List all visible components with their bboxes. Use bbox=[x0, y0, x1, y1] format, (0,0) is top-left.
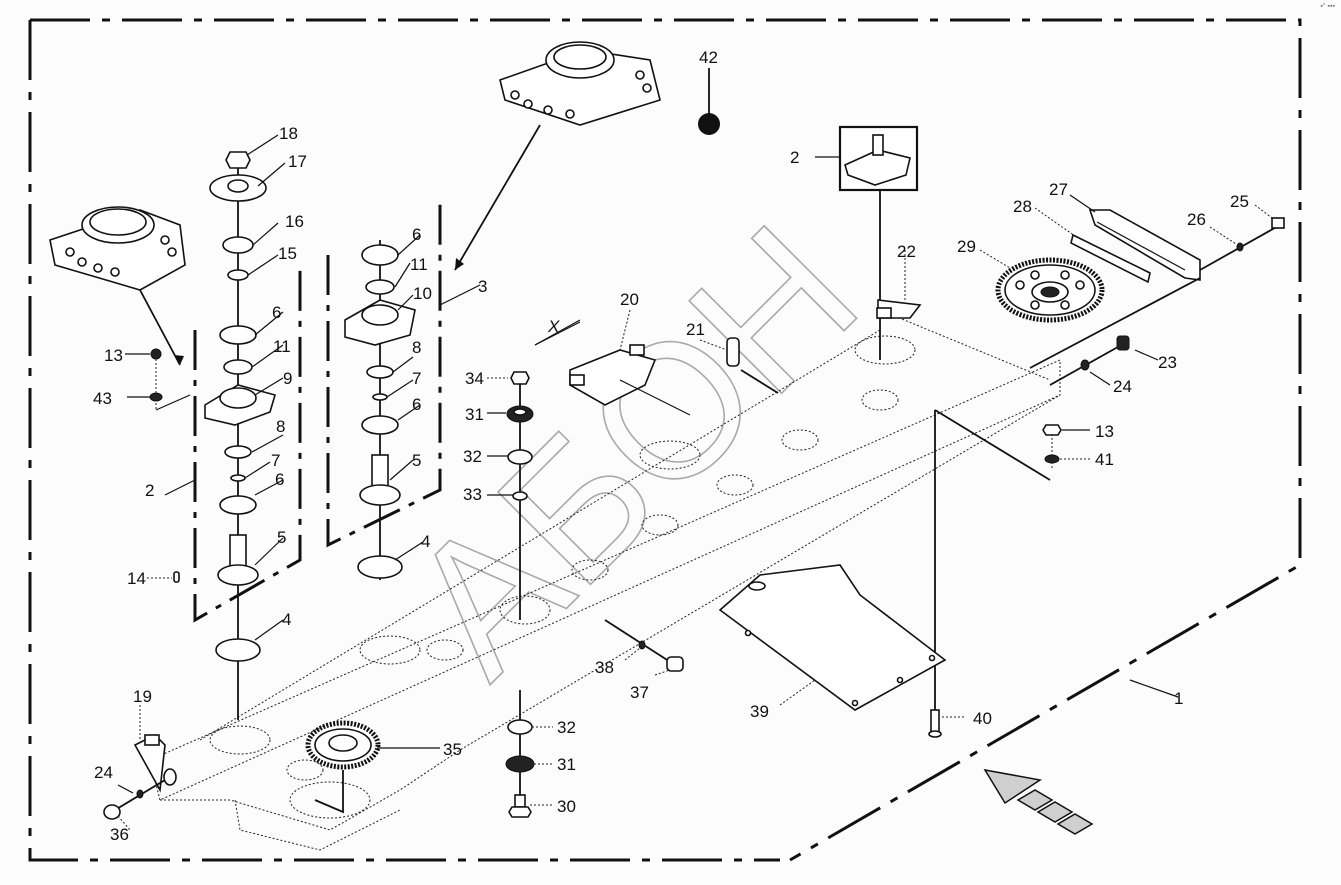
callout-20: 20 bbox=[620, 290, 639, 309]
assembly-boundary bbox=[28, 18, 1302, 862]
fastener-stack-lower bbox=[505, 690, 535, 818]
callout-2: 2 bbox=[145, 481, 154, 500]
callout-1: 1 bbox=[1174, 689, 1183, 708]
callout-23: 23 bbox=[1158, 353, 1177, 372]
spindle-stack-center bbox=[326, 195, 442, 580]
callout-28: 28 bbox=[1013, 197, 1032, 216]
spindle-assembly-inset bbox=[838, 125, 919, 360]
shoe-19 bbox=[133, 734, 177, 793]
callout-19: 19 bbox=[133, 687, 152, 706]
callout-3: 3 bbox=[478, 277, 487, 296]
callout-6: 6 bbox=[412, 225, 421, 244]
callout-24: 24 bbox=[1113, 377, 1132, 396]
cover-plate-39 bbox=[718, 564, 947, 711]
callout-21: 21 bbox=[686, 320, 705, 339]
callout-35: 35 bbox=[443, 740, 462, 759]
screw-40 bbox=[928, 709, 942, 738]
callout-9: 9 bbox=[283, 369, 292, 388]
callout-37: 37 bbox=[630, 683, 649, 702]
dimension-label: X bbox=[547, 317, 560, 336]
callout-30: 30 bbox=[557, 797, 576, 816]
callout-11: 11 bbox=[273, 337, 291, 356]
callout-34: 34 bbox=[465, 369, 484, 388]
callout-38: 38 bbox=[595, 658, 614, 677]
bracket-22 bbox=[876, 299, 922, 319]
callout-31: 31 bbox=[557, 755, 576, 774]
bar-27 bbox=[1088, 209, 1201, 281]
gear-35 bbox=[305, 720, 381, 814]
callout-36: 36 bbox=[110, 825, 129, 844]
callout-6: 6 bbox=[272, 303, 281, 322]
spindle-stack-left bbox=[173, 151, 302, 720]
callout-7: 7 bbox=[412, 369, 421, 388]
cutter-bar-housing bbox=[149, 309, 1061, 851]
nut-washer-left bbox=[149, 348, 191, 411]
callout-32: 32 bbox=[463, 447, 482, 466]
callout-40: 40 bbox=[973, 709, 992, 728]
plug-37 bbox=[604, 619, 684, 672]
callout-10: 10 bbox=[413, 284, 432, 303]
callout-14: 14 bbox=[127, 569, 146, 588]
bearing-flange-left bbox=[49, 206, 186, 366]
gear-guide-line bbox=[1029, 277, 1201, 369]
callout-26: 26 bbox=[1187, 210, 1206, 229]
callout-4: 4 bbox=[421, 532, 430, 551]
stud-21 bbox=[726, 337, 779, 394]
callout-25: 25 bbox=[1230, 192, 1249, 211]
bearing-flange-right bbox=[454, 41, 661, 271]
callout-39: 39 bbox=[750, 702, 769, 721]
callout-6: 6 bbox=[275, 470, 284, 489]
guide-line-41 bbox=[934, 409, 1051, 481]
callout-2: 2 bbox=[790, 148, 799, 167]
callout-41: 41 bbox=[1095, 450, 1114, 469]
marker-42 bbox=[698, 68, 720, 135]
callout-labels: 1 2 2 3 4 4 5 5 6 6 6 6 7 7 8 8 9 10 11 … bbox=[93, 48, 1249, 844]
callout-33: 33 bbox=[463, 485, 482, 504]
callout-4: 4 bbox=[282, 610, 291, 629]
plug-36 bbox=[103, 779, 166, 820]
callout-32: 32 bbox=[557, 718, 576, 737]
callout-6: 6 bbox=[412, 395, 421, 414]
callout-31: 31 bbox=[465, 405, 484, 424]
leader-lines bbox=[117, 134, 1273, 831]
seal-strip-28 bbox=[1070, 233, 1151, 284]
callout-27: 27 bbox=[1049, 180, 1068, 199]
callout-8: 8 bbox=[276, 417, 285, 436]
nut-washer-right bbox=[1042, 424, 1062, 470]
corner-mark: ▪° ▪▪▪ bbox=[1320, 3, 1335, 10]
callout-24: 24 bbox=[94, 763, 113, 782]
callout-13: 13 bbox=[104, 346, 123, 365]
callout-5: 5 bbox=[277, 528, 286, 547]
callout-17: 17 bbox=[288, 152, 307, 171]
plug-23 bbox=[1049, 335, 1130, 386]
callout-16: 16 bbox=[285, 212, 304, 231]
callout-18: 18 bbox=[279, 124, 298, 143]
callout-8: 8 bbox=[412, 338, 421, 357]
callout-5: 5 bbox=[412, 451, 421, 470]
callout-11: 11 bbox=[410, 255, 428, 274]
bolt-25-washer-26 bbox=[1199, 217, 1285, 271]
dimension-x: X bbox=[534, 317, 581, 346]
callout-29: 29 bbox=[957, 237, 976, 256]
fastener-stack-center bbox=[506, 371, 534, 620]
callout-22: 22 bbox=[897, 242, 916, 261]
callout-42: 42 bbox=[699, 48, 718, 67]
callout-7: 7 bbox=[271, 451, 280, 470]
callout-13: 13 bbox=[1095, 422, 1114, 441]
gear-29 bbox=[995, 257, 1105, 323]
callout-43: 43 bbox=[93, 389, 112, 408]
callout-15: 15 bbox=[278, 244, 297, 263]
direction-arrow-icon bbox=[983, 768, 1094, 835]
